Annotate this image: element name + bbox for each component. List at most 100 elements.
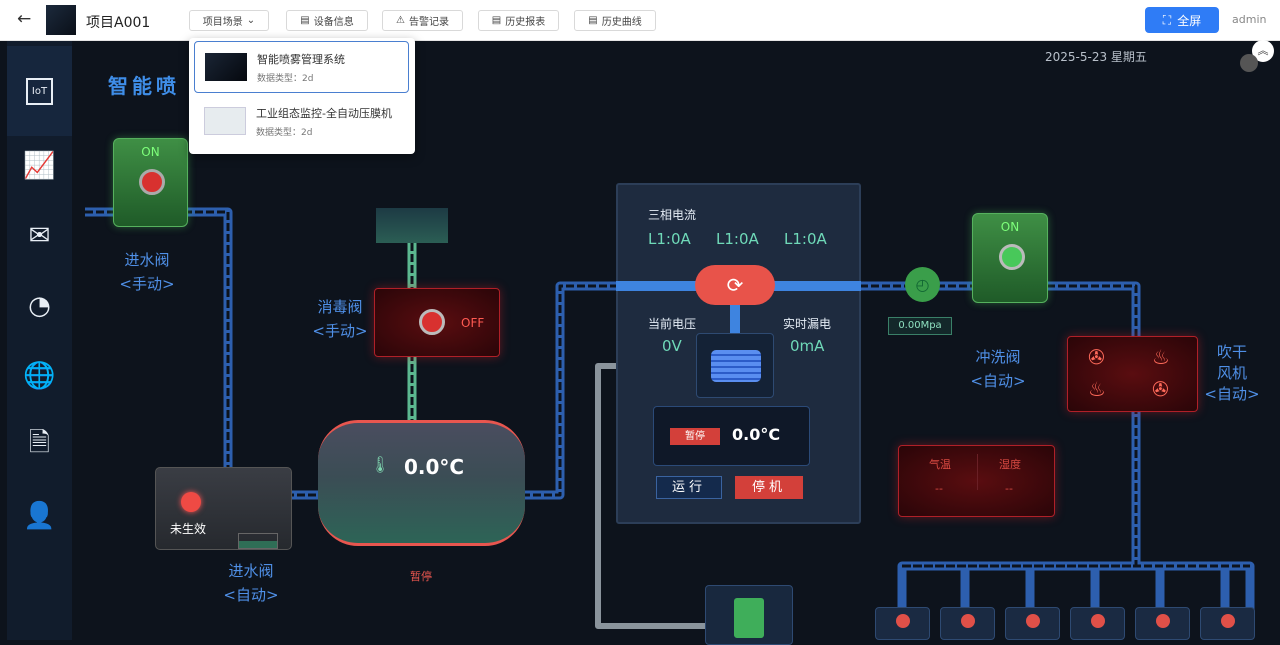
- nozzle[interactable]: [1200, 607, 1255, 640]
- sidebar: IoT 📈 ✉ ◔ 🌐 🗎 👤: [7, 41, 72, 640]
- nozzle-icon: [896, 614, 910, 628]
- curve-icon: ▤: [588, 15, 598, 26]
- project-thumbnail: [46, 5, 76, 35]
- dryer-fan[interactable]: ✇ ♨ ♨ ✇: [1067, 336, 1198, 412]
- divider: [977, 454, 978, 490]
- button-label: 项目场景: [202, 17, 243, 28]
- button-label: 历史曲线: [601, 17, 642, 28]
- iot-icon: IoT: [25, 77, 54, 105]
- inlet-valve-auto-label: 进水阀 <自动>: [216, 559, 286, 607]
- sidebar-item-iot[interactable]: IoT: [7, 46, 72, 136]
- fullscreen-button[interactable]: ⛶ 全屏: [1145, 7, 1219, 33]
- motor: [696, 333, 774, 398]
- item-subtitle: 数据类型：2d: [257, 73, 314, 84]
- alarm-record-button[interactable]: ⚠告警记录: [382, 10, 463, 31]
- env-sensor: 气温 -- 湿度 --: [898, 445, 1055, 517]
- motor-icon: [711, 350, 761, 382]
- globe-gear-icon: 🌐: [23, 361, 56, 391]
- valve-name: 进水阀: [124, 251, 170, 269]
- water-tank: 🌡 0.0°C: [318, 420, 525, 546]
- fan-icon: ✇: [1088, 345, 1105, 369]
- chart-icon: 📈: [23, 151, 56, 181]
- sidebar-item-mail[interactable]: ✉: [7, 201, 72, 271]
- stop-button[interactable]: 停机: [735, 476, 803, 499]
- temp-display: 暂停 0.0°C: [653, 406, 810, 466]
- valve-name: 冲洗阀: [975, 348, 1021, 366]
- current-value: L1:0A: [716, 230, 759, 248]
- disinfect-valve[interactable]: OFF: [374, 288, 500, 357]
- control-panel: 三相电流 L1:0A L1:0A L1:0A ⟳ 当前电压 0V 实时漏电 0m…: [616, 183, 861, 524]
- power-bar: [730, 285, 740, 335]
- nozzle[interactable]: [875, 607, 930, 640]
- valve-state: ON: [1000, 220, 1020, 234]
- history-curve-button[interactable]: ▤历史曲线: [574, 10, 656, 31]
- chevron-down-icon: ⌄: [246, 15, 256, 26]
- sidebar-item-chart[interactable]: 📈: [7, 131, 72, 201]
- history-report-button[interactable]: ▤历史报表: [478, 10, 559, 31]
- mail-icon: ✉: [28, 221, 51, 251]
- heat-icon: ♨: [1152, 345, 1170, 369]
- valve-icon: [999, 244, 1025, 270]
- nozzle[interactable]: [940, 607, 995, 640]
- nozzle-row: [875, 607, 1255, 640]
- valve-icon: [139, 169, 165, 195]
- document-icon: 🗎: [29, 428, 50, 458]
- button-label: 设备信息: [313, 17, 354, 28]
- nozzle[interactable]: [1070, 607, 1125, 640]
- avatar[interactable]: [1240, 54, 1258, 72]
- flush-valve[interactable]: ON: [972, 213, 1048, 303]
- run-button[interactable]: 运行: [656, 476, 722, 499]
- control-cabinet[interactable]: [705, 585, 793, 645]
- sidebar-item-globe[interactable]: 🌐: [7, 341, 72, 411]
- tank-temp: 0.0°C: [404, 455, 465, 479]
- item-title: 智能喷雾管理系统: [257, 52, 345, 66]
- disinfect-tank: [376, 208, 448, 243]
- scene-select-button[interactable]: 项目场景⌄: [189, 10, 269, 31]
- sidebar-item-document[interactable]: 🗎: [7, 411, 72, 481]
- current-value: L1:0A: [648, 230, 691, 248]
- button-label: 全屏: [1177, 13, 1202, 28]
- nozzle[interactable]: [1005, 607, 1060, 640]
- dryer-name: 吹干: [1216, 343, 1247, 361]
- valve-icon: [419, 309, 445, 335]
- dryer-name: 风机: [1216, 364, 1247, 382]
- device-info-icon: ▤: [300, 15, 310, 26]
- valve-mode: <手动>: [312, 322, 368, 340]
- level-icon: [238, 533, 278, 549]
- collapse-icon[interactable]: ︽: [1252, 40, 1274, 62]
- valve-name: 消毒阀: [317, 298, 363, 316]
- current-value: L1:0A: [784, 230, 827, 248]
- user-name[interactable]: admin: [1232, 13, 1267, 26]
- pressure-gauge-icon: ◴: [905, 267, 940, 302]
- sidebar-item-pie[interactable]: ◔: [7, 271, 72, 341]
- inlet-valve-auto[interactable]: 未生效: [155, 467, 292, 550]
- nozzle-icon: [1156, 614, 1170, 628]
- pie-icon: ◔: [28, 291, 51, 321]
- valve-name: 进水阀: [228, 562, 274, 580]
- back-arrow-icon[interactable]: ←: [17, 9, 32, 29]
- humidity-value: --: [1005, 482, 1013, 495]
- refresh-icon[interactable]: ⟳: [695, 265, 775, 305]
- dropdown-item[interactable]: 智能喷雾管理系统数据类型：2d: [194, 41, 409, 93]
- sidebar-item-operator[interactable]: 👤: [7, 481, 72, 551]
- nozzle[interactable]: [1135, 607, 1190, 640]
- item-subtitle: 数据类型：2d: [256, 127, 313, 138]
- nozzle-icon: [961, 614, 975, 628]
- item-title: 工业组态监控-全自动压膜机: [256, 106, 392, 120]
- inlet-valve-manual-label: 进水阀<手动>: [112, 248, 182, 296]
- inlet-valve-manual[interactable]: ON: [113, 138, 188, 227]
- project-name: 项目A001: [86, 15, 151, 31]
- temp-label: 气温: [929, 458, 951, 471]
- tank-status: 暂停: [410, 570, 432, 583]
- operator-icon: 👤: [23, 501, 56, 531]
- valve-state: ON: [141, 145, 160, 159]
- scene-dropdown: 智能喷雾管理系统数据类型：2d 工业组态监控-全自动压膜机数据类型：2d: [189, 38, 415, 154]
- pressure-value: 0.00Mpa: [888, 317, 952, 335]
- dropdown-item[interactable]: 工业组态监控-全自动压膜机数据类型：2d: [194, 95, 409, 147]
- device-info-button[interactable]: ▤设备信息: [286, 10, 368, 31]
- fullscreen-icon: ⛶: [1162, 12, 1172, 27]
- button-label: 告警记录: [408, 17, 449, 28]
- humidity-label: 湿度: [999, 458, 1021, 471]
- leak-label: 实时漏电: [783, 317, 832, 331]
- valve-mode: <自动>: [223, 586, 279, 604]
